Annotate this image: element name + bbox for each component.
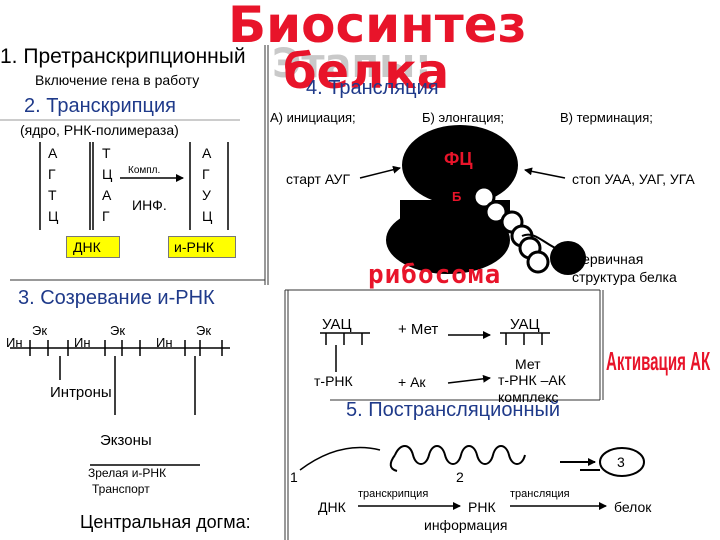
trna-lines bbox=[320, 331, 550, 384]
dna-c2-0: Т bbox=[102, 145, 111, 161]
level-1: 1 bbox=[290, 469, 298, 485]
stage4-c: В) терминация; bbox=[560, 110, 653, 125]
rna-highlight: и-РНК bbox=[168, 236, 236, 258]
dogma-information: информация bbox=[424, 517, 508, 533]
title-line1: Биосинтез bbox=[228, 0, 527, 54]
dna-label: ДНК bbox=[73, 239, 101, 255]
plus-ak: + Ак bbox=[398, 374, 426, 390]
quaternary-oval bbox=[599, 447, 645, 477]
rna-label: и-РНК bbox=[174, 239, 215, 255]
mature-rna: Зрелая и-РНК bbox=[88, 466, 167, 480]
rna-3: Ц bbox=[202, 208, 213, 224]
transport-label: Транспорт bbox=[92, 482, 150, 496]
exons-label: Экзоны bbox=[100, 432, 152, 449]
start-codon: старт АУГ bbox=[286, 171, 351, 187]
compl-label: Компл. bbox=[128, 165, 161, 176]
uac-1: УАЦ bbox=[322, 316, 352, 333]
dna-c2-2: А bbox=[102, 187, 112, 203]
stages-word: Этапы: bbox=[272, 41, 432, 87]
dogma-translation: трансляция bbox=[510, 488, 570, 500]
ribosome-label: рибосома bbox=[368, 260, 502, 290]
in-1: Ин bbox=[6, 335, 23, 350]
ek-2: Эк bbox=[110, 323, 126, 338]
ek-3: Эк bbox=[196, 323, 212, 338]
inf-label: ИНФ. bbox=[132, 197, 167, 213]
title-line2: белка bbox=[283, 44, 450, 100]
divider-lines bbox=[10, 45, 604, 540]
trna-label: т-РНК bbox=[314, 373, 353, 389]
dogma-dna: ДНК bbox=[318, 499, 346, 515]
stage1-sub: Включение гена в работу bbox=[35, 72, 200, 88]
plus-met: + Мет bbox=[398, 321, 439, 338]
dna-c1-0: А bbox=[48, 145, 58, 161]
trna-ak: т-РНК –АК bbox=[498, 372, 566, 388]
stop-codons: стоп УАА, УАГ, УГА bbox=[572, 171, 695, 187]
ek-1: Эк bbox=[32, 323, 48, 338]
primary-structure-1: Первичная bbox=[572, 251, 644, 267]
dna-c2-1: Ц bbox=[102, 166, 113, 182]
dogma-transcription: транскрипция bbox=[358, 488, 429, 500]
dna-c2-3: Г bbox=[102, 208, 110, 224]
in-3: Ин bbox=[156, 335, 173, 350]
stage4-heading: 4. Трансляция bbox=[306, 77, 439, 99]
stage2-heading: 2. Транскрипция bbox=[24, 95, 176, 117]
stage3-heading: 3. Созревание и-РНК bbox=[18, 287, 215, 309]
level-2: 2 bbox=[456, 469, 464, 485]
uac-2: УАЦ bbox=[510, 316, 540, 333]
stage1-heading: 1. Претранскрипционный bbox=[0, 45, 246, 68]
activation-label: Активация АК bbox=[606, 346, 711, 376]
dogma-label: Центральная догма: bbox=[80, 512, 251, 532]
stage4-b: Б) элонгация; bbox=[422, 110, 505, 125]
coiled-chain bbox=[299, 445, 600, 472]
rna-0: А bbox=[202, 145, 212, 161]
rna-2: У bbox=[202, 187, 211, 203]
ribosome-shape bbox=[386, 125, 518, 274]
polypeptide-chain bbox=[472, 185, 550, 274]
dna-c1-1: Г bbox=[48, 166, 56, 182]
introns-label: Интроны bbox=[50, 384, 112, 401]
translation-arrows bbox=[359, 165, 566, 179]
stage4-a: А) инициация; bbox=[270, 110, 356, 125]
dna-c1-2: Т bbox=[48, 187, 57, 203]
primary-structure-2: структура белка bbox=[572, 269, 677, 285]
dogma-rna: РНК bbox=[468, 499, 496, 515]
splicing-strand bbox=[10, 340, 230, 466]
complex-label: комплекс bbox=[498, 389, 559, 405]
in-2: Ин bbox=[74, 335, 91, 350]
dna-c1-3: Ц bbox=[48, 208, 59, 224]
rna-1: Г bbox=[202, 166, 210, 182]
met-label: Мет bbox=[515, 356, 541, 372]
b-site-label: Б bbox=[452, 189, 462, 204]
level-3: 3 bbox=[617, 454, 625, 470]
transcription-frame bbox=[39, 142, 229, 230]
dna-highlight: ДНК bbox=[66, 236, 120, 258]
stage5-heading: 5. Постранcляционный bbox=[346, 399, 561, 421]
fc-label: ФЦ bbox=[444, 149, 473, 169]
dogma-protein: белок bbox=[614, 499, 652, 515]
stage2-sub: (ядро, РНК-полимераза) bbox=[20, 122, 179, 138]
